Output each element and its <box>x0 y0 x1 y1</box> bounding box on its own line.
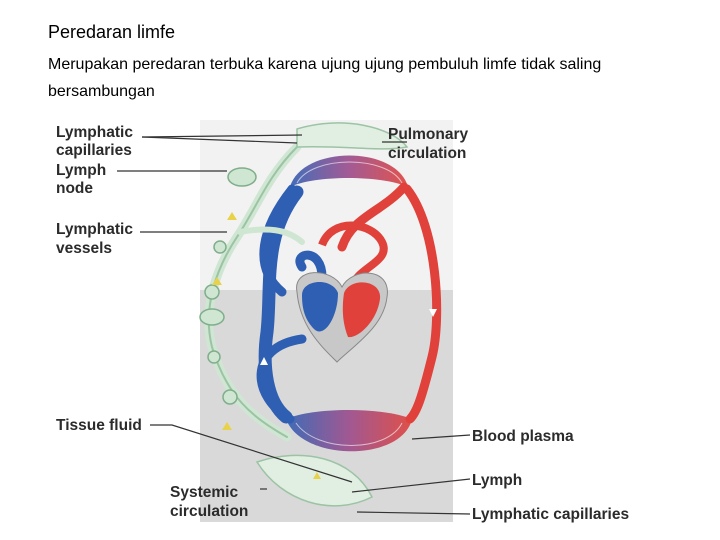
lymph-node <box>222 389 238 405</box>
lymph-node <box>204 284 220 300</box>
slide-description: Merupakan peredaran terbuka karena ujung… <box>48 56 602 100</box>
pulmonary-lymph-capillaries <box>296 122 409 150</box>
flow-arrow <box>260 357 268 365</box>
upper-body-panel <box>200 120 453 290</box>
flow-arrow <box>222 422 232 430</box>
lymph-node <box>227 167 257 187</box>
aorta-systemic <box>402 184 442 424</box>
label-lymph-node-2: node <box>56 180 93 197</box>
lymph-node <box>207 350 221 364</box>
aortic-arch <box>318 221 388 289</box>
pulmonary-capillary-bed <box>290 155 408 187</box>
label-lymphatic-vessels-1: Lymphatic <box>56 221 133 238</box>
label-systemic-2: circulation <box>170 503 248 520</box>
heart <box>296 272 388 363</box>
label-pulmonary-2: circulation <box>388 145 466 162</box>
slide-title: Peredaran limfe <box>48 22 176 42</box>
pulmonary-vein <box>337 182 409 252</box>
lymphatic-capillaries <box>255 122 409 507</box>
label-blood-plasma: Blood plasma <box>472 428 574 445</box>
leader-lines <box>117 134 471 515</box>
flow-arrow <box>212 277 222 285</box>
diagram-svg: Lymphatic capillaries Lymph node Lymphat… <box>56 120 629 523</box>
label-tissue-fluid: Tissue fluid <box>56 417 142 434</box>
oxygenated-vessels <box>337 182 442 424</box>
lymph-circulation-diagram: Lymphatic capillaries Lymph node Lymphat… <box>52 117 652 532</box>
label-lymphatic-capillaries-top-2: capillaries <box>56 142 132 159</box>
lymph-node <box>213 240 227 254</box>
lymph-nodes <box>199 167 257 405</box>
systemic-capillary-bed <box>286 410 412 452</box>
label-lymph: Lymph <box>472 472 522 489</box>
blood-flow-arrows <box>260 309 437 365</box>
flow-arrows <box>212 212 321 479</box>
label-lymphatic-capillaries-top-1: Lymphatic <box>56 124 133 141</box>
flow-arrow <box>227 212 237 220</box>
label-lymphatic-vessels-2: vessels <box>56 240 112 257</box>
systemic-lymph-capillaries <box>255 454 374 507</box>
vena-cava-loop <box>295 250 327 282</box>
flow-arrow <box>313 472 321 479</box>
flow-arrow <box>429 309 437 317</box>
label-systemic-1: Systemic <box>170 484 238 501</box>
lymph-node <box>199 308 225 326</box>
label-lymphatic-capillaries-bottom: Lymphatic capillaries <box>472 506 629 523</box>
label-lymph-node-1: Lymph <box>56 162 106 179</box>
label-pulmonary-1: Pulmonary <box>388 126 468 143</box>
